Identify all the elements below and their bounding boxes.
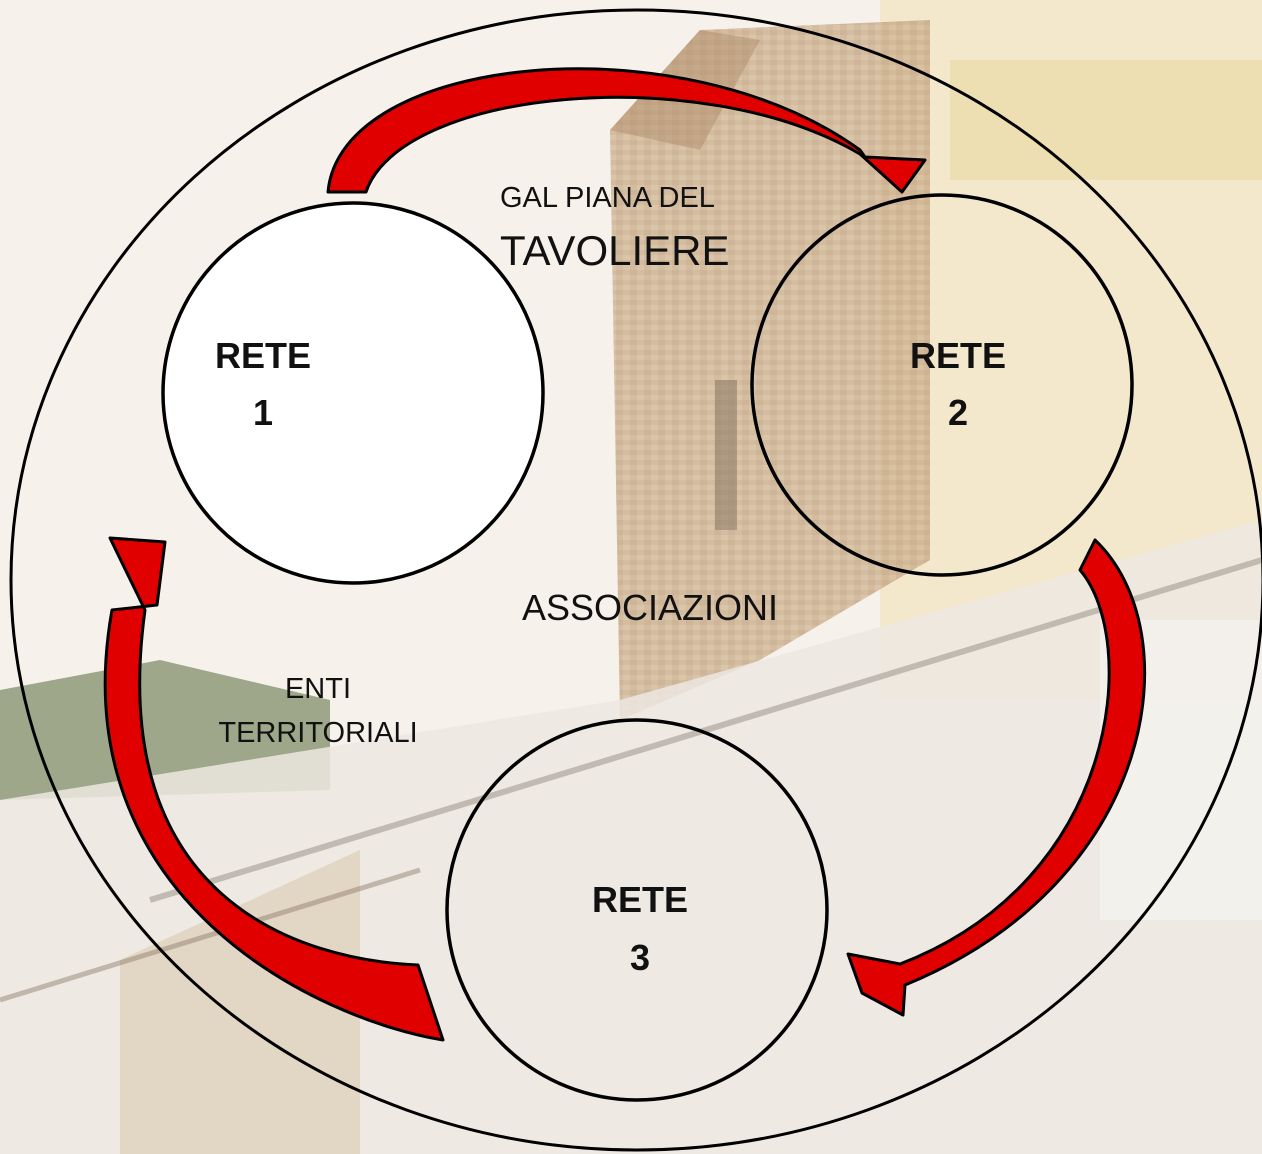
background-yellow-detail (950, 60, 1262, 180)
enti-label-line1: ENTI (285, 673, 351, 705)
network-1-label: RETE (215, 335, 311, 376)
arrow-rete2-to-rete3 (846, 538, 1147, 1017)
background-tower (610, 20, 930, 720)
gal-label-line1: GAL PIANA DEL (500, 182, 715, 214)
arrow-rete3-to-rete1 (103, 536, 445, 1042)
network-1-circle[interactable] (161, 201, 545, 585)
network-2-label: RETE (910, 335, 1006, 376)
network-1-number: 1 (253, 392, 273, 433)
network-2-number: 2 (948, 392, 968, 433)
background-window (715, 380, 737, 530)
associazioni-label: ASSOCIAZIONI (522, 587, 778, 628)
network-3-label: RETE (592, 879, 688, 920)
arrow-rete1-to-rete2 (326, 67, 927, 194)
enti-label-line2: TERRITORIALI (218, 717, 417, 749)
network-3-number: 3 (630, 937, 650, 978)
background-roof-edge (149, 557, 1262, 903)
gal-label-line2: TAVOLIERE (500, 227, 730, 274)
background-street (120, 850, 360, 1154)
network-3-circle[interactable] (445, 718, 829, 1102)
network-2-circle[interactable] (750, 193, 1134, 577)
background-ledge (0, 867, 421, 1003)
outer-territory-circle (9, 8, 1262, 1152)
